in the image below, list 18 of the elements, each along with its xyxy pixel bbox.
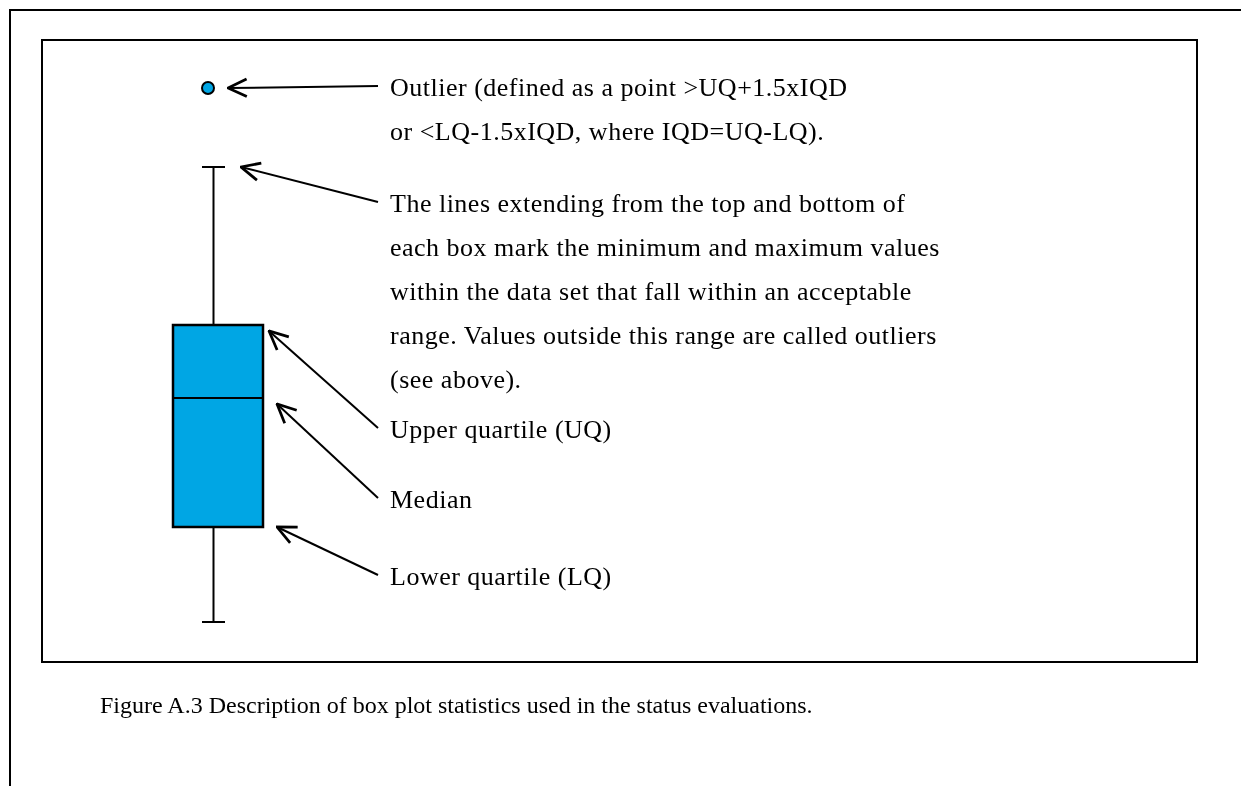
annotation-text: The lines extending from the top and bottom of each box mark the minimum and maximum values within the data set that fall within an acceptable range. Values outside this range are called outliers (see above).	[390, 182, 950, 402]
annotation-text: Median	[390, 478, 690, 522]
figure-caption: Figure A.3 Description of box plot statistics used in the status evaluations.	[100, 692, 814, 718]
whisker-cap	[201, 621, 226, 623]
outlier-point	[201, 81, 215, 95]
annotation-text: Lower quartile (LQ)	[390, 555, 790, 599]
leader-arrow	[275, 402, 379, 499]
leader-arrow	[275, 525, 379, 576]
whisker-line	[212, 165, 215, 327]
leader-arrow	[267, 329, 379, 429]
whisker-line	[212, 525, 215, 624]
median-line	[172, 397, 264, 399]
leader-arrow	[226, 77, 379, 98]
quartile-box	[171, 323, 265, 529]
annotation-text: Outlier (defined as a point >UQ+1.5xIQD or <LQ-1.5xIQD, where IQD=UQ-LQ).	[390, 66, 860, 154]
annotation-text: Upper quartile (UQ)	[390, 408, 790, 452]
leader-arrow	[239, 161, 379, 203]
whisker-cap	[201, 166, 226, 168]
